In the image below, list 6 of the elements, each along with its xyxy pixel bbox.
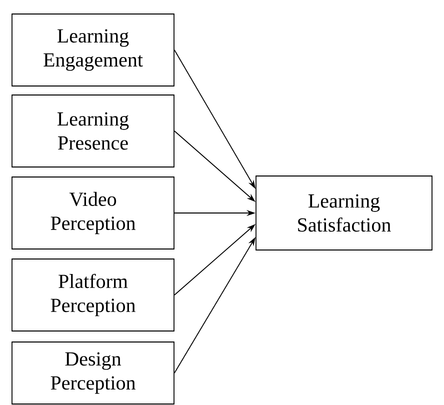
text-box: Learning Engagement [12, 14, 174, 86]
text-box: Video Perception [12, 176, 174, 250]
text-box: Learning Satisfaction [256, 176, 432, 250]
text-box: Design Perception [12, 342, 174, 404]
text-box: Learning Presence [12, 94, 174, 168]
text-box: Platform Perception [12, 258, 174, 332]
